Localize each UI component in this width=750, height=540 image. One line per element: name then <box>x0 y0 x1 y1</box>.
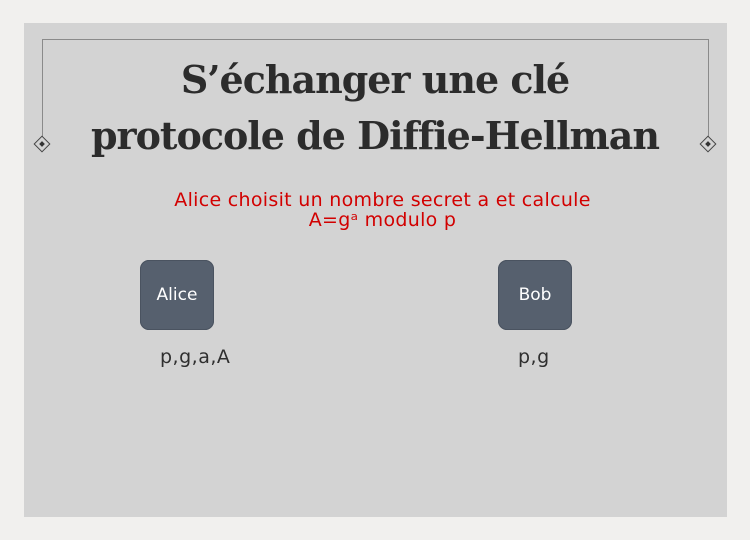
step-caption: Alice choisit un nombre secret a et calc… <box>120 190 645 230</box>
slide-title: S’échanger une clé protocole de Diffie-H… <box>60 52 690 164</box>
alice-box: Alice <box>140 260 214 330</box>
step-caption-line-2: A=gᵃ modulo p <box>308 209 457 231</box>
bob-known-values: p,g <box>518 346 550 368</box>
bob-box: Bob <box>498 260 572 330</box>
alice-known-values: p,g,a,A <box>160 346 231 368</box>
slide-title-line-2: protocole de Diffie-Hellman <box>90 113 660 158</box>
alice-label: Alice <box>156 285 198 305</box>
title-frame-left <box>42 39 43 137</box>
step-caption-line-1: Alice choisit un nombre secret a et calc… <box>174 189 591 211</box>
slide-title-line-1: S’échanger une clé <box>180 57 570 102</box>
bob-label: Bob <box>518 285 552 305</box>
title-frame-right <box>708 39 709 137</box>
title-frame-top <box>42 39 709 40</box>
